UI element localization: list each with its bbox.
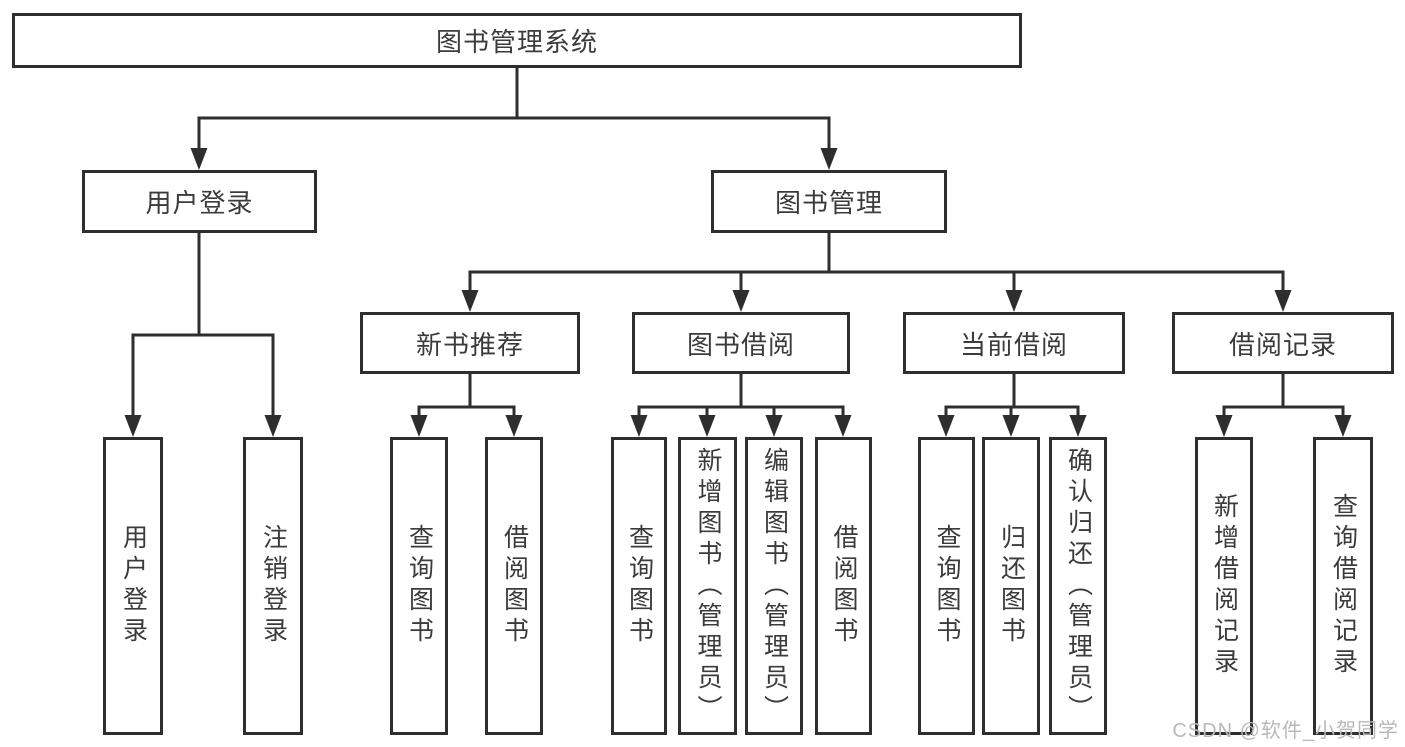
arrowhead-icon (1334, 415, 1352, 437)
watermark: CSDN @软件_小贺同学 (1172, 720, 1399, 742)
node-label: 新书推荐 (415, 329, 524, 360)
node-label: 图书管理系统 (435, 27, 598, 57)
arrowhead-icon (1005, 290, 1023, 312)
arrowhead-icon (834, 415, 852, 437)
leaf-query-borrow-record: 查询借阅记录 (1313, 437, 1373, 735)
node-label: 借阅图书 (500, 524, 529, 648)
leaf-borrow-books-1: 借阅图书 (485, 437, 543, 735)
arrowhead-icon (1215, 415, 1233, 437)
arrowhead-icon (1069, 415, 1087, 437)
node-label: 当前借阅 (959, 329, 1068, 360)
node-label: 借阅记录 (1228, 329, 1337, 360)
arrowhead-icon (1002, 415, 1020, 437)
leaf-query-books-1: 查询图书 (390, 437, 448, 735)
leaf-confirm-return-admin: 确认归还（管理员） (1049, 437, 1107, 735)
arrowhead-icon (190, 148, 208, 170)
leaf-add-books-admin: 新增图书（管理员） (678, 437, 737, 735)
node-label: 用户登录 (119, 524, 148, 648)
node-label: 归还图书 (997, 524, 1026, 648)
arrowhead-icon (410, 415, 428, 437)
leaf-edit-books-admin: 编辑图书（管理员） (745, 437, 803, 735)
node-label: 图书借阅 (686, 329, 795, 360)
node-root-library-system: 图书管理系统 (12, 13, 1022, 68)
node-label: 确认归还（管理员） (1064, 446, 1093, 726)
arrowhead-icon (630, 415, 648, 437)
leaf-query-books-2: 查询图书 (611, 437, 667, 735)
arrowhead-icon (820, 148, 838, 170)
node-label: 查询借阅记录 (1329, 493, 1358, 679)
node-new-book-recommend: 新书推荐 (360, 312, 580, 374)
node-book-borrowing: 图书借阅 (632, 312, 850, 374)
arrowhead-icon (698, 415, 716, 437)
arrowhead-icon (264, 415, 282, 437)
arrowhead-icon (732, 290, 750, 312)
node-user-login: 用户登录 (82, 170, 317, 233)
leaf-logout: 注销登录 (243, 437, 303, 735)
node-label: 编辑图书（管理员） (760, 446, 789, 726)
node-label: 新增图书（管理员） (694, 446, 722, 726)
node-current-borrowing: 当前借阅 (903, 312, 1125, 374)
node-label: 用户登录 (145, 188, 254, 218)
arrowhead-icon (505, 415, 523, 437)
node-label: 借阅图书 (830, 524, 858, 648)
arrowhead-icon (765, 415, 783, 437)
leaf-borrow-books-2: 借阅图书 (815, 437, 872, 735)
node-label: 查询图书 (933, 524, 961, 648)
node-label: 查询图书 (625, 524, 654, 648)
arrowhead-icon (937, 415, 955, 437)
node-label: 图书管理 (774, 188, 883, 218)
leaf-return-books: 归还图书 (982, 437, 1040, 735)
node-label: 注销登录 (259, 524, 288, 648)
leaf-query-books-3: 查询图书 (918, 437, 975, 735)
node-label: 查询图书 (405, 524, 434, 648)
node-borrowing-records: 借阅记录 (1172, 312, 1394, 374)
arrowhead-icon (1274, 290, 1292, 312)
arrowhead-icon (124, 415, 142, 437)
leaf-add-borrow-record: 新增借阅记录 (1195, 437, 1253, 735)
node-book-management: 图书管理 (711, 170, 947, 233)
arrowhead-icon (461, 290, 479, 312)
node-label: 新增借阅记录 (1210, 493, 1239, 679)
leaf-user-login: 用户登录 (103, 437, 163, 735)
